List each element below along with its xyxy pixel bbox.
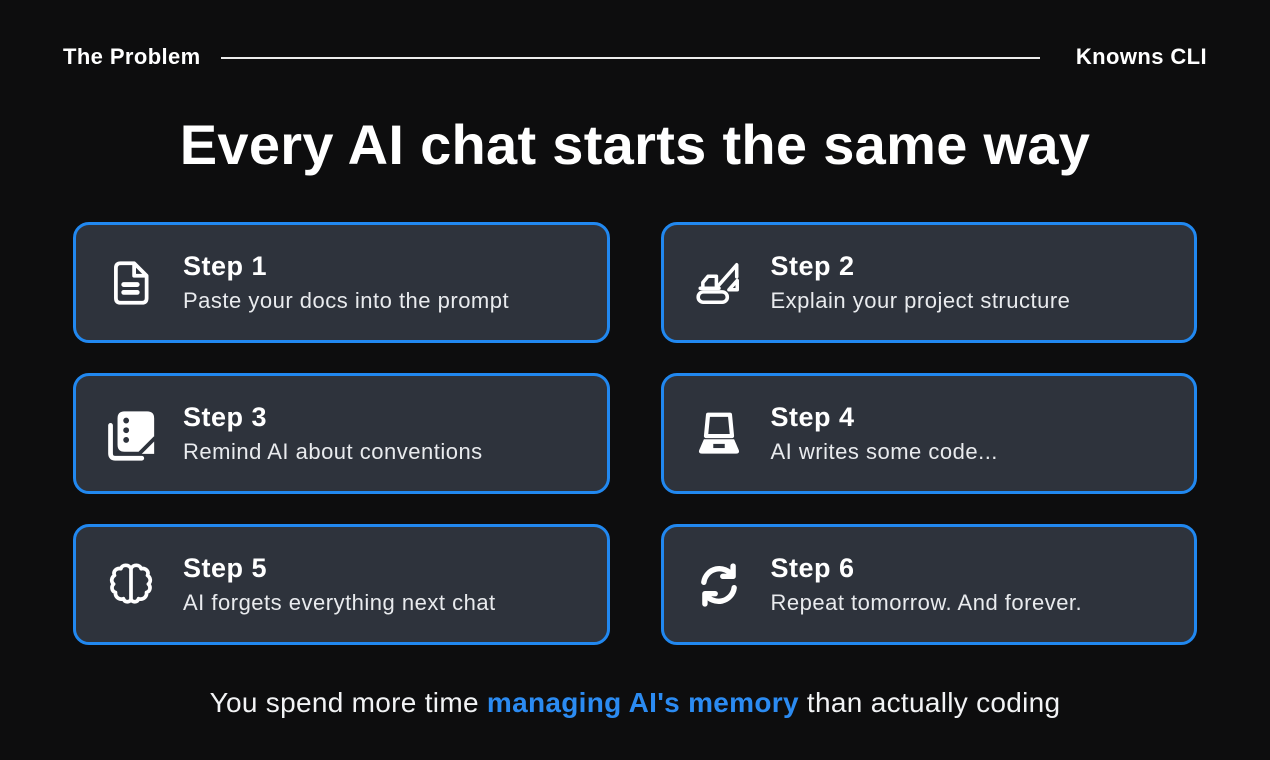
laptop-icon xyxy=(691,406,747,462)
step-label: Step 1 xyxy=(183,251,268,281)
step-card-4: Step 4 AI writes some code... xyxy=(660,373,1197,494)
footer-text-suffix: than actually coding xyxy=(798,687,1061,718)
document-icon xyxy=(103,255,159,311)
step-card-1: Step 1 Paste your docs into the prompt xyxy=(73,222,610,343)
step-text: Step 3 Remind AI about conventions xyxy=(183,402,483,465)
section-label: The Problem xyxy=(63,44,201,69)
step-description: AI writes some code... xyxy=(770,439,998,464)
step-label: Step 2 xyxy=(770,251,855,281)
memo-icon xyxy=(103,406,159,462)
step-description: Remind AI about conventions xyxy=(183,439,483,464)
repeat-icon xyxy=(691,557,747,613)
brand-label: Knowns CLI xyxy=(1075,44,1207,69)
step-card-6: Step 6 Repeat tomorrow. And forever. xyxy=(660,524,1197,645)
header-divider-line xyxy=(220,57,1040,59)
footer-tagline: You spend more time managing AI's memory… xyxy=(0,687,1270,719)
step-text: Step 6 Repeat tomorrow. And forever. xyxy=(771,553,1083,616)
step-text: Step 5 AI forgets everything next chat xyxy=(183,553,496,616)
step-description: Repeat tomorrow. And forever. xyxy=(770,590,1083,615)
step-text: Step 1 Paste your docs into the prompt xyxy=(183,251,509,314)
step-card-3: Step 3 Remind AI about conventions xyxy=(73,373,610,494)
page-title: Every AI chat starts the same way xyxy=(179,113,1091,176)
excavator-icon xyxy=(691,255,747,311)
brain-icon xyxy=(103,557,159,613)
step-card-2: Step 2 Explain your project structure xyxy=(660,222,1197,343)
step-description: AI forgets everything next chat xyxy=(183,590,496,615)
step-text: Step 4 AI writes some code... xyxy=(771,402,998,465)
step-description: Paste your docs into the prompt xyxy=(183,288,510,313)
step-label: Step 6 xyxy=(770,553,855,583)
footer-text-highlight: managing AI's memory xyxy=(486,687,799,718)
step-label: Step 3 xyxy=(183,402,268,432)
slide-header: The Problem Knowns CLI xyxy=(0,0,1270,70)
step-card-5: Step 5 AI forgets everything next chat xyxy=(73,524,610,645)
footer-text-prefix: You spend more time xyxy=(209,687,487,718)
step-description: Explain your project structure xyxy=(770,288,1071,313)
step-label: Step 4 xyxy=(770,402,855,432)
step-label: Step 5 xyxy=(183,553,268,583)
steps-grid: Step 1 Paste your docs into the prompt S… xyxy=(73,222,1197,645)
step-text: Step 2 Explain your project structure xyxy=(771,251,1071,314)
